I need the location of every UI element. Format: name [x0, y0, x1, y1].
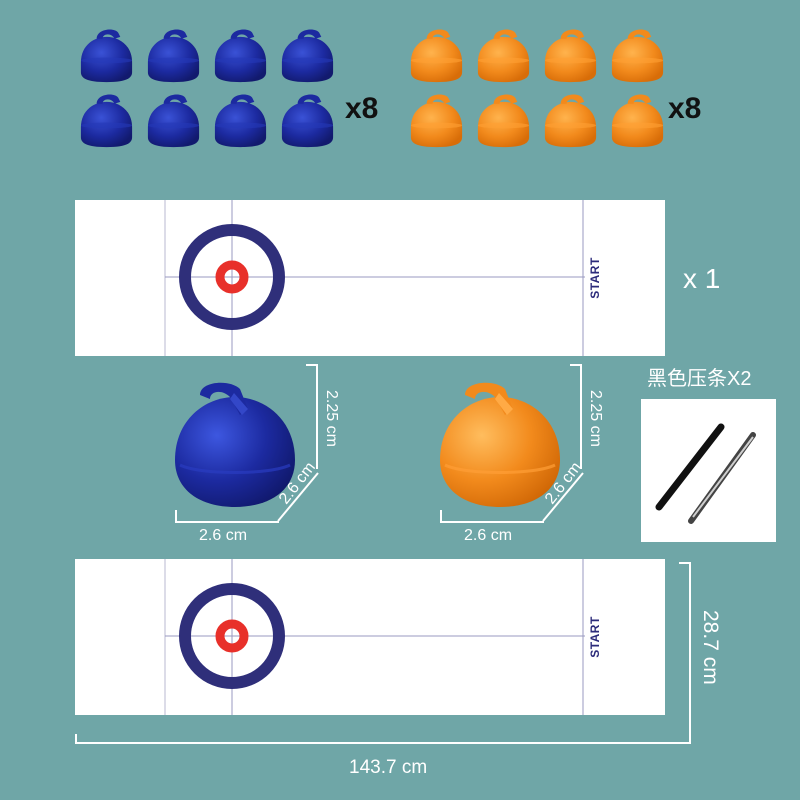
orange-stone-icon	[472, 25, 535, 88]
orange-depth-line	[542, 472, 584, 522]
orange-width-tick	[440, 510, 442, 523]
house-button	[215, 260, 249, 294]
start-label: START	[588, 616, 602, 658]
blue-stone-icon	[276, 25, 339, 88]
house-outer-ring	[179, 224, 285, 330]
blue-stones-group	[75, 25, 339, 153]
orange-stones-group	[405, 25, 669, 153]
blue-stone-icon	[276, 90, 339, 153]
orange-height-tick	[570, 364, 582, 366]
blue-width-line	[175, 521, 279, 523]
orange-stone-icon	[539, 25, 602, 88]
blue-stone-large-icon	[175, 382, 295, 507]
blue-height-tick	[306, 364, 318, 366]
orange-stone-icon	[606, 25, 669, 88]
blue-stone-icon	[142, 25, 205, 88]
blue-stone-icon	[209, 25, 272, 88]
blue-height-label: 2.25 cm	[323, 390, 340, 447]
curling-mat-top: START	[75, 200, 665, 356]
blue-stone-icon	[209, 90, 272, 153]
orange-stone-icon	[472, 90, 535, 153]
strips-panel	[641, 399, 776, 542]
orange-height-line	[580, 364, 582, 469]
orange-stone-icon	[405, 90, 468, 153]
start-label: START	[588, 257, 602, 299]
blue-width-tick	[175, 510, 177, 523]
blue-stone-count: x8	[345, 92, 379, 125]
orange-stone-icon	[606, 90, 669, 153]
house-outer-ring	[179, 583, 285, 689]
mat-width-label: 28.7 cm	[699, 610, 722, 685]
orange-height-label: 2.25 cm	[587, 390, 604, 447]
blue-stone-icon	[142, 90, 205, 153]
orange-stone-icon	[539, 90, 602, 153]
orange-width-line	[440, 521, 544, 523]
orange-stone-count: x8	[668, 92, 702, 125]
mat-markings	[164, 200, 585, 356]
mat-length-line	[75, 742, 691, 744]
mat-width-tick	[679, 562, 691, 564]
orange-width-label: 2.6 cm	[464, 527, 513, 544]
mat-length-tick	[75, 734, 77, 744]
mat-length-label: 143.7 cm	[349, 757, 428, 778]
orange-stone-large-icon	[440, 382, 560, 507]
blue-depth-line	[277, 472, 319, 522]
black-strips-icon	[655, 423, 756, 524]
strips-label: 黑色压条X2	[647, 368, 752, 390]
blue-stone-icon	[75, 25, 138, 88]
blue-height-line	[316, 364, 318, 469]
orange-stone-icon	[405, 25, 468, 88]
curling-mat-bottom: START	[75, 559, 665, 715]
house-button	[215, 619, 249, 653]
mat-count: x 1	[683, 263, 721, 294]
blue-width-label: 2.6 cm	[199, 527, 248, 544]
mat-width-line	[689, 562, 691, 744]
mat-markings	[164, 559, 585, 715]
blue-stone-icon	[75, 90, 138, 153]
